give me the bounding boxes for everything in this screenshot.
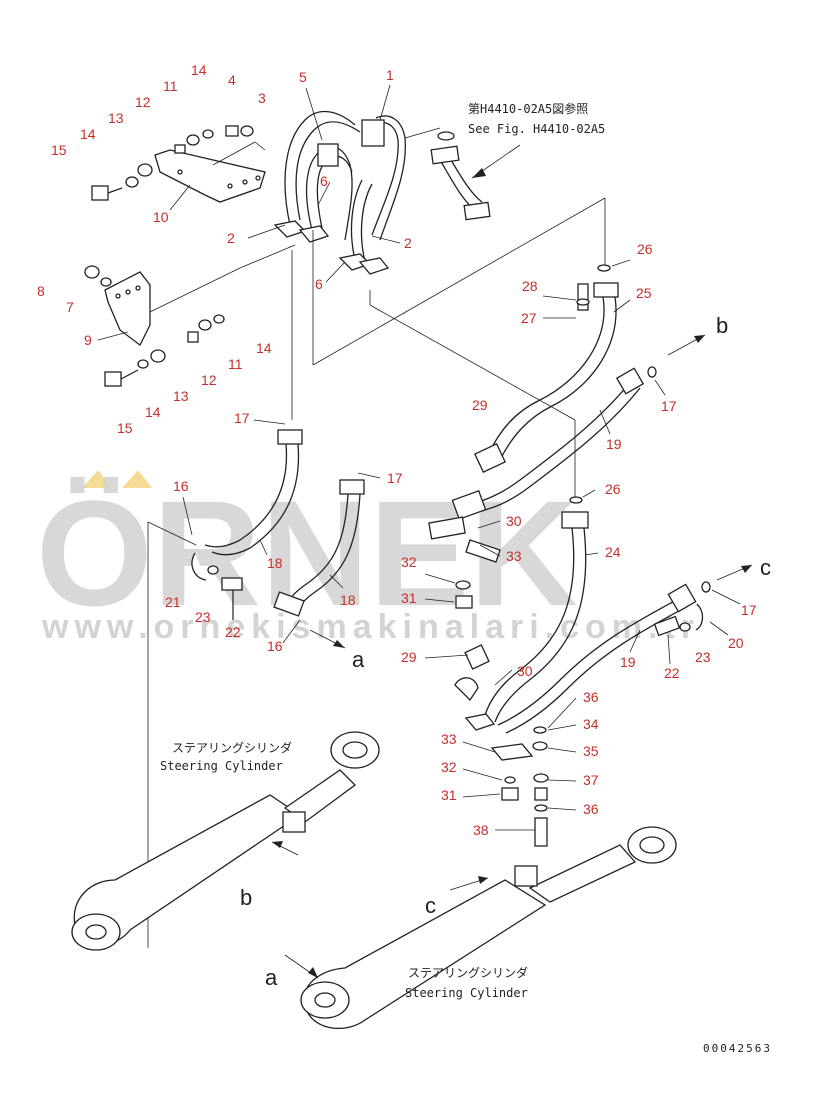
callout-27: 27: [521, 310, 537, 326]
part-callouts: 1 5 14 4 3 11 12 13 14 15 6 10 2 2 6 8 7…: [37, 62, 757, 838]
leader-lines: [97, 84, 741, 831]
callout-22: 22: [225, 624, 241, 640]
callout-36: 36: [583, 801, 599, 817]
arrow-letter-b-top: b: [716, 313, 728, 338]
arrow-letter-a-cyl: a: [265, 965, 278, 990]
arrow-letter-c-cyl: c: [425, 893, 436, 918]
callout-4: 4: [228, 72, 236, 88]
hose-18: [191, 429, 365, 649]
callout-24: 24: [605, 544, 621, 560]
callout-22: 22: [664, 665, 680, 681]
callout-11: 11: [228, 356, 243, 372]
callout-26: 26: [637, 241, 653, 257]
callout-31: 31: [401, 590, 417, 606]
callout-17: 17: [387, 470, 403, 486]
callout-15: 15: [117, 420, 133, 436]
callout-5: 5: [299, 69, 307, 85]
callout-38: 38: [473, 822, 489, 838]
callout-14: 14: [145, 404, 161, 420]
callout-16: 16: [173, 478, 189, 494]
callout-33: 33: [441, 731, 457, 747]
cylinder1-label-jp: ステアリングシリンダ: [172, 740, 292, 755]
watermark-url: www.ornekismakinalari.com.tr: [41, 608, 700, 646]
hose-lower-group: [454, 511, 753, 847]
callout-31: 31: [441, 787, 457, 803]
bracket-lower: [84, 244, 296, 387]
callout-33: 33: [506, 548, 522, 564]
callout-36: 36: [583, 689, 599, 705]
callout-30: 30: [506, 513, 522, 529]
callout-19: 19: [606, 436, 622, 452]
arrow-letter-a-top: a: [352, 647, 365, 672]
fig-ref-en: See Fig. H4410-02A5: [468, 122, 605, 136]
fig-ref-jp: 第H4410-02A5図参照: [468, 101, 588, 116]
callout-29: 29: [401, 649, 417, 665]
callout-21: 21: [165, 594, 181, 610]
callout-1: 1: [386, 67, 394, 83]
callout-6: 6: [315, 276, 323, 292]
callout-14: 14: [256, 340, 272, 356]
callout-6: 6: [320, 173, 328, 189]
callout-13: 13: [108, 110, 124, 126]
callout-20: 20: [728, 635, 744, 651]
callout-30: 30: [517, 663, 533, 679]
callout-7: 7: [66, 299, 74, 315]
callout-17: 17: [661, 398, 677, 414]
cylinder2-label-en: Steering Cylinder: [405, 986, 528, 1000]
callout-18: 18: [340, 592, 356, 608]
callout-10: 10: [153, 209, 169, 225]
callout-14: 14: [80, 126, 96, 142]
arrow-letter-b-cyl: b: [240, 885, 252, 910]
watermark: ÖRNEK www.ornekismakinalari.com.tr: [36, 469, 700, 646]
callout-28: 28: [522, 278, 538, 294]
callout-29: 29: [472, 397, 488, 413]
cylinder1-label-en: Steering Cylinder: [160, 759, 283, 773]
callout-32: 32: [401, 554, 417, 570]
callout-2: 2: [227, 230, 235, 246]
callout-13: 13: [173, 388, 189, 404]
callout-17: 17: [741, 602, 757, 618]
callout-37: 37: [583, 772, 599, 788]
guide-lines: [147, 197, 606, 948]
callout-8: 8: [37, 283, 45, 299]
hose-right-group: [428, 264, 706, 609]
callout-16: 16: [267, 638, 283, 654]
callout-18: 18: [267, 555, 283, 571]
drawing-number: 00042563: [703, 1042, 772, 1055]
callout-3: 3: [258, 90, 266, 106]
callout-12: 12: [135, 94, 151, 110]
arrow-letter-c-top: c: [760, 555, 771, 580]
callout-32: 32: [441, 759, 457, 775]
callout-11: 11: [163, 78, 178, 94]
callout-23: 23: [695, 649, 711, 665]
bracket-upper: [91, 125, 266, 203]
tube-assembly-top: [273, 110, 521, 275]
callout-34: 34: [583, 716, 599, 732]
callout-35: 35: [583, 743, 599, 759]
callout-23: 23: [195, 609, 211, 625]
steering-cylinder-2: [284, 826, 677, 1030]
callout-26: 26: [605, 481, 621, 497]
callout-2: 2: [404, 235, 412, 251]
cylinder2-label-jp: ステアリングシリンダ: [408, 965, 528, 980]
callout-12: 12: [201, 372, 217, 388]
callout-19: 19: [620, 654, 636, 670]
callout-25: 25: [636, 285, 652, 301]
callout-9: 9: [84, 332, 92, 348]
callout-17: 17: [234, 410, 250, 426]
steering-cylinder-1: [71, 731, 380, 951]
callout-15: 15: [51, 142, 67, 158]
callout-14: 14: [191, 62, 207, 78]
